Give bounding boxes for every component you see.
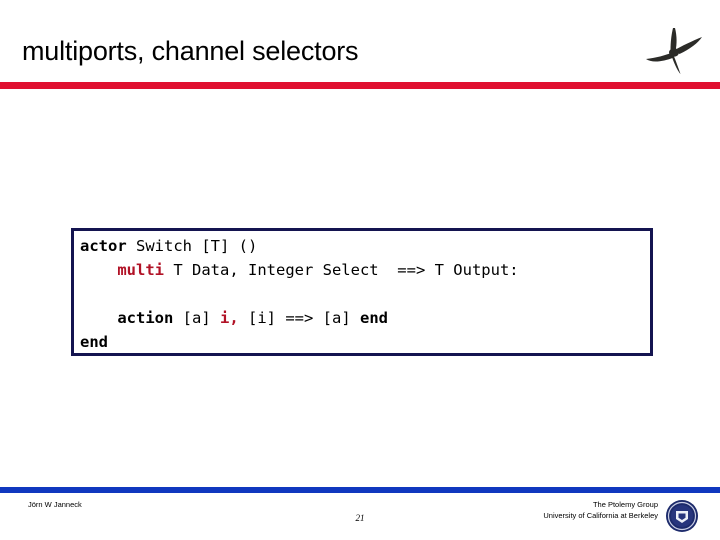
code-token: [a] [173,309,220,327]
page-number: 21 [355,513,365,523]
code-token: multi [117,261,164,279]
code-block: actor Switch [T] () multi T Data, Intege… [71,228,653,356]
code-token: [i] ==> [a] [238,309,360,327]
code-token: T Data, Integer Select ==> T Output: [164,261,519,279]
footer-org-line-1: The Ptolemy Group [592,500,658,509]
code-token: i, [220,309,239,327]
code-token: action [117,309,174,327]
footer-divider [0,487,720,493]
code-listing: actor Switch [T] () multi T Data, Intege… [80,234,519,354]
footer-organization: The Ptolemy Group University of Californ… [543,499,658,521]
propeller-logo-icon [634,24,712,82]
uc-berkeley-seal-icon [665,499,699,533]
code-token: end [360,309,388,327]
code-token: end [80,333,108,351]
footer-org-line-2: University of California at Berkeley [543,511,658,520]
code-token [80,309,117,327]
footer-author: Jörn W Janneck [28,500,82,509]
code-token [80,261,117,279]
page-title: multiports, channel selectors [22,36,359,66]
code-token: Switch [T] () [126,237,258,255]
code-token: actor [80,237,127,255]
header-divider [0,82,720,89]
